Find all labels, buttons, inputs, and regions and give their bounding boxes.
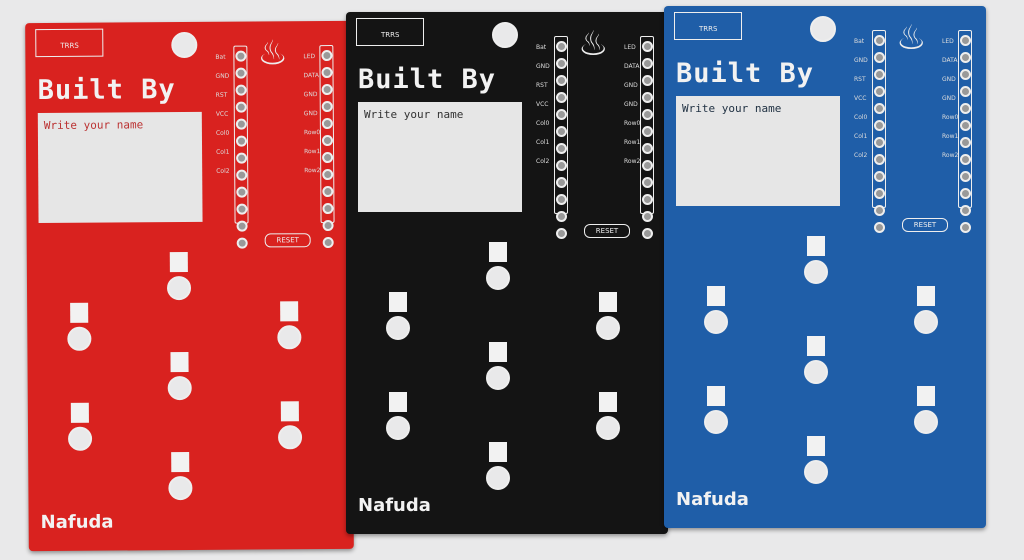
built-by-title: Built By bbox=[358, 64, 497, 95]
name-box: Write your name bbox=[37, 111, 203, 224]
switch-footprint bbox=[596, 292, 620, 340]
switch-footprint bbox=[914, 286, 938, 334]
header-left bbox=[233, 45, 249, 249]
trrs-footprint: TRRS bbox=[356, 18, 424, 46]
name-placeholder: Write your name bbox=[682, 102, 782, 115]
left-pin-labels: Bat GND RST VCC Col0 Col1 Col2 bbox=[536, 44, 550, 165]
header-left bbox=[872, 30, 886, 233]
reset-label: RESET bbox=[902, 218, 948, 232]
header-left bbox=[554, 36, 568, 239]
pcb-board-black: TRRS ♨ Bat GND RST VCC Col0 Col1 Col2 LE… bbox=[346, 12, 668, 534]
switch-footprint bbox=[804, 236, 828, 284]
switch-footprint bbox=[167, 352, 192, 401]
reset-label: RESET bbox=[264, 233, 311, 248]
built-by-title: Built By bbox=[37, 74, 176, 107]
switch-footprint bbox=[386, 392, 410, 440]
brand-label: Nafuda bbox=[40, 511, 114, 534]
brand-label: Nafuda bbox=[358, 495, 431, 516]
switch-footprint bbox=[704, 386, 728, 434]
switch-footprint bbox=[386, 292, 410, 340]
left-pin-labels: Bat GND RST VCC Col0 Col1 Col2 bbox=[215, 53, 230, 175]
built-by-title: Built By bbox=[676, 58, 815, 89]
header-right bbox=[319, 44, 335, 249]
onsen-hot-spring-icon: ♨ bbox=[896, 18, 927, 58]
switch-footprint bbox=[277, 401, 303, 450]
switch-footprint bbox=[277, 301, 302, 350]
right-pin-labels: LED DATA GND GND Row0 Row1 Row2 bbox=[942, 38, 959, 159]
trrs-footprint: TRRS bbox=[35, 28, 104, 58]
right-pin-labels: LED DATA GND GND Row0 Row1 Row2 bbox=[303, 53, 321, 175]
reset-label: RESET bbox=[584, 224, 630, 238]
trrs-label: TRRS bbox=[699, 25, 718, 33]
name-placeholder: Write your name bbox=[364, 108, 464, 121]
header-right bbox=[958, 30, 972, 233]
switch-footprint bbox=[804, 336, 828, 384]
switch-footprint bbox=[166, 252, 192, 301]
switch-footprint bbox=[486, 342, 510, 390]
switch-footprint bbox=[486, 442, 510, 490]
onsen-hot-spring-icon: ♨ bbox=[578, 24, 609, 64]
name-box: Write your name bbox=[358, 102, 522, 212]
switch-footprint bbox=[596, 392, 620, 440]
right-pin-labels: LED DATA GND GND Row0 Row1 Row2 bbox=[624, 44, 641, 165]
mount-hole bbox=[810, 16, 836, 42]
onsen-hot-spring-icon: ♨ bbox=[257, 33, 289, 74]
trrs-label: TRRS bbox=[381, 31, 400, 39]
switch-footprint bbox=[168, 452, 193, 501]
brand-label: Nafuda bbox=[676, 489, 749, 510]
name-placeholder: Write your name bbox=[43, 118, 144, 133]
mount-hole bbox=[171, 31, 198, 59]
pcb-board-red: TRRS ♨ Bat GND RST VCC Col0 Col1 Col2 LE… bbox=[25, 20, 354, 552]
switch-footprint bbox=[67, 302, 92, 351]
mount-hole bbox=[492, 22, 518, 48]
switch-footprint bbox=[804, 436, 828, 484]
pcb-board-blue: TRRS ♨ Bat GND RST VCC Col0 Col1 Col2 LE… bbox=[664, 6, 986, 528]
switch-footprint bbox=[914, 386, 938, 434]
switch-footprint bbox=[486, 242, 510, 290]
trrs-footprint: TRRS bbox=[674, 12, 742, 40]
switch-footprint bbox=[67, 402, 93, 451]
left-pin-labels: Bat GND RST VCC Col0 Col1 Col2 bbox=[854, 38, 868, 159]
name-box: Write your name bbox=[676, 96, 840, 206]
header-right bbox=[640, 36, 654, 239]
switch-footprint bbox=[704, 286, 728, 334]
trrs-label: TRRS bbox=[60, 41, 79, 50]
